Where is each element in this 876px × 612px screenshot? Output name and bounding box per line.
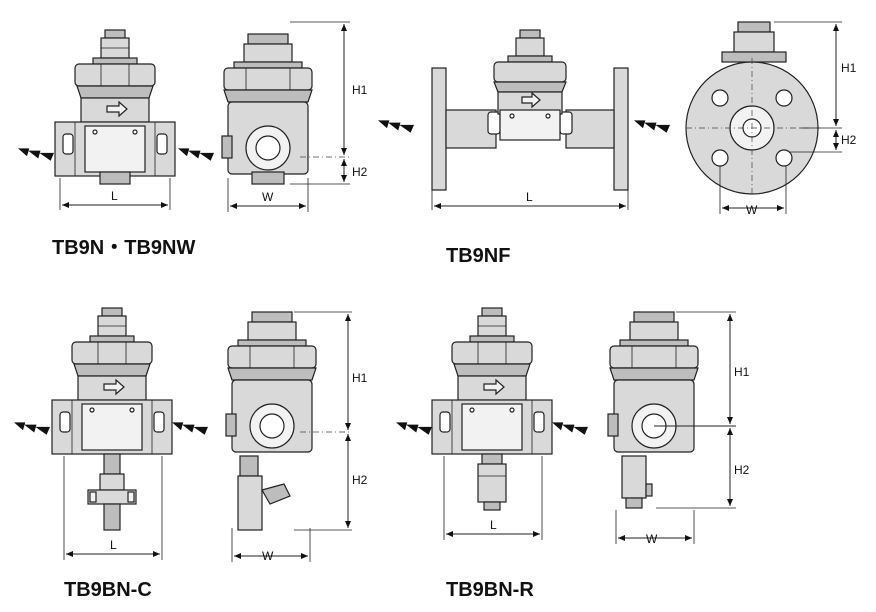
tb9bnc-h1-label: H1 xyxy=(352,371,368,385)
tb9n-length-label: L xyxy=(111,189,118,203)
tb9bnc-front-view xyxy=(51,307,173,455)
tb9bnr-strainer-body xyxy=(621,455,647,499)
tb9n-side-view xyxy=(221,33,313,175)
tb9bnc-group: L H1 H2 W TB9BN-C xyxy=(14,307,368,601)
tb9n-h1-label: H1 xyxy=(352,83,368,97)
tb9bnc-length-label: L xyxy=(110,538,117,552)
tb9nf-length-label: L xyxy=(526,190,533,204)
tb9bnc-valve-handle xyxy=(261,483,291,505)
model-title-tb9bnc: TB9BN-C xyxy=(64,579,152,601)
tb9nf-inlet-flange xyxy=(431,67,447,191)
tb9n-width-label: W xyxy=(262,190,274,204)
tb9nf-outlet-flange xyxy=(613,67,629,191)
tb9bnr-group: L H1 H2 W TB9BN-R xyxy=(396,307,750,601)
model-title-tb9n: TB9N・TB9NW xyxy=(52,237,195,259)
inlet-flow-arrow-icon xyxy=(18,148,54,161)
tb9n-h2-label: H2 xyxy=(352,165,368,179)
tb9nf-h1-label: H1 xyxy=(841,61,857,75)
tb9bnc-h2-label: H2 xyxy=(352,473,368,487)
tb9bnc-width-label: W xyxy=(262,549,274,563)
outlet-flow-arrow-icon xyxy=(178,148,214,161)
tb9bnr-width-label: W xyxy=(646,532,658,546)
tb9bnr-length-label: L xyxy=(490,518,497,532)
tb9n-group: L H1 H2 W TB9N・TB9NW xyxy=(18,21,368,259)
outlet-flow-arrow-icon xyxy=(634,120,670,133)
tb9bnr-front-view xyxy=(431,307,553,455)
inlet-flow-arrow-icon xyxy=(378,120,414,133)
tb9bnr-side-view xyxy=(607,311,699,453)
tb9bnc-side-view xyxy=(225,311,317,453)
tb9bnr-h1-label: H1 xyxy=(734,365,750,379)
tb9bnr-h2-label: H2 xyxy=(734,463,750,477)
tb9nf-h2-label: H2 xyxy=(841,133,857,147)
outlet-flow-arrow-icon xyxy=(552,422,588,435)
tb9nf-group: L H1 H2 W TB9NF xyxy=(378,21,857,267)
inlet-flow-arrow-icon xyxy=(396,422,432,435)
model-title-tb9nf: TB9NF xyxy=(446,245,510,267)
inlet-flow-arrow-icon xyxy=(14,422,50,435)
tb9nf-width-label: W xyxy=(746,203,758,217)
outlet-flow-arrow-icon xyxy=(172,422,208,435)
model-title-tb9bnr: TB9BN-R xyxy=(446,579,534,601)
tb9n-front-view xyxy=(54,29,176,177)
